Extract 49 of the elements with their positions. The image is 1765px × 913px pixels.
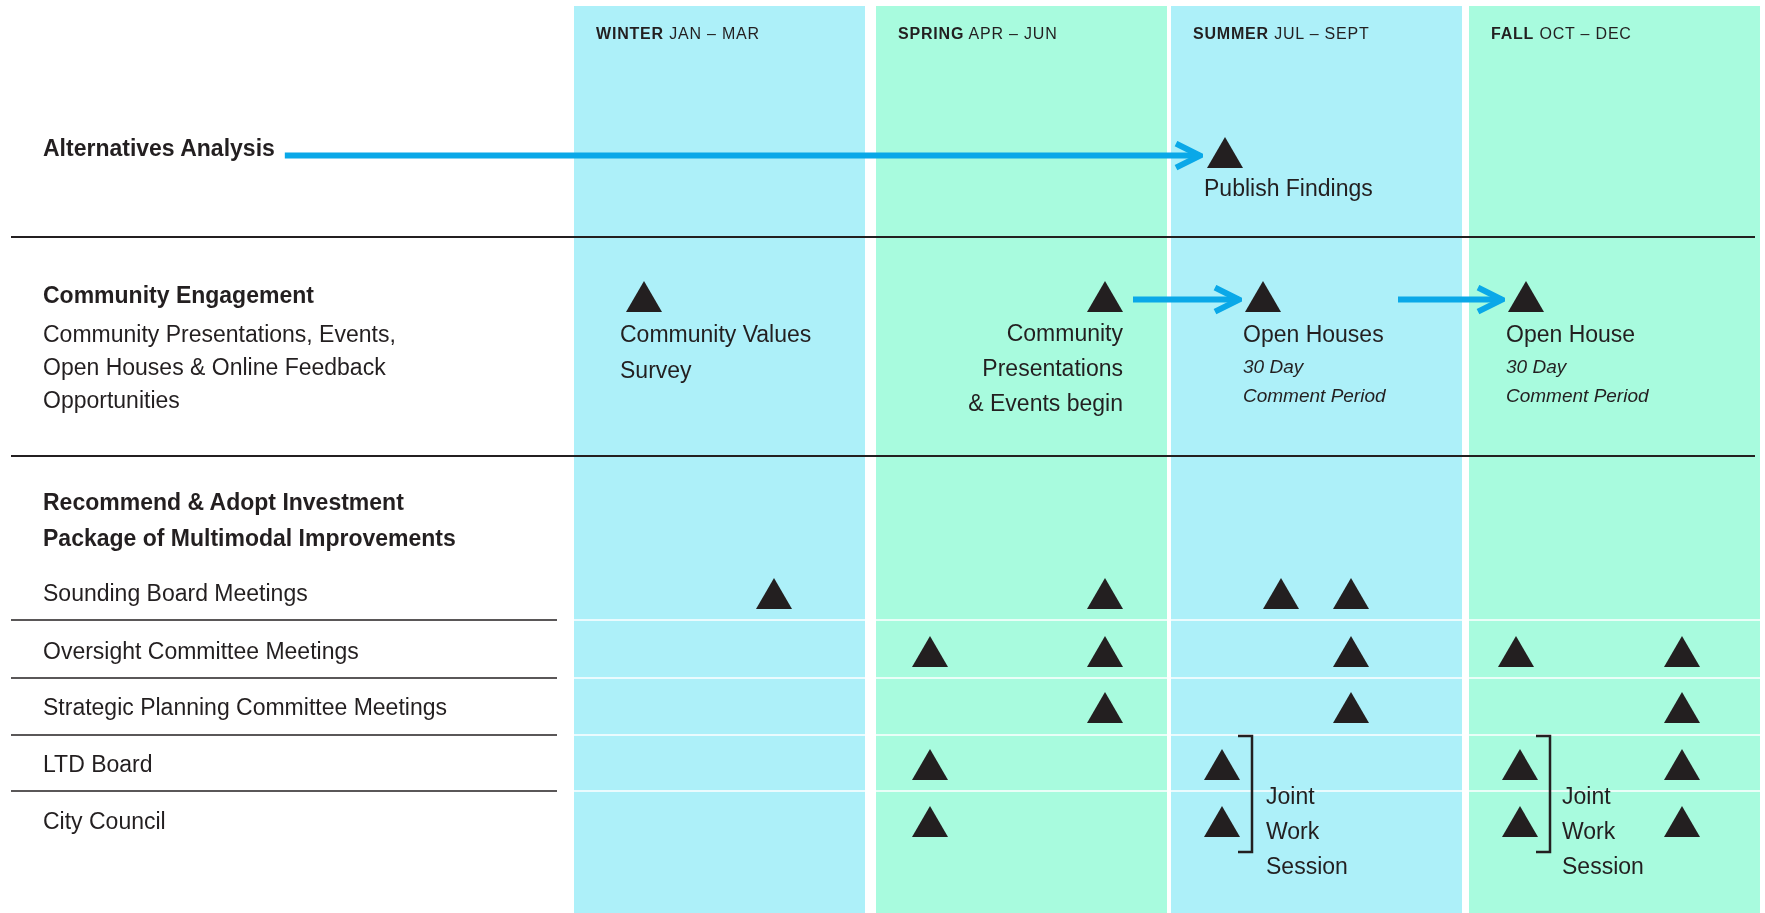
milestone-triangle — [1502, 805, 1538, 837]
row-heading: Recommend & Adopt Investment Package of Multimodal Improvements — [43, 488, 457, 553]
milestone-label: Publish Findings — [1204, 174, 1374, 203]
row-label: City Council — [43, 807, 167, 836]
milestone-triangle — [1333, 577, 1369, 609]
milestone-triangle — [756, 577, 792, 609]
milestone-note: 30 Day Comment Period — [1506, 355, 1650, 408]
milestone-triangle — [912, 805, 948, 837]
row-description: Community Presentations, Events, Open Houses & Online Feedback Opportunities — [43, 320, 397, 415]
milestone-label: Open House — [1506, 320, 1637, 349]
milestone-triangle — [1087, 635, 1123, 667]
note: Joint Work Session — [1266, 782, 1349, 881]
season-band — [574, 6, 865, 913]
row-label: LTD Board — [43, 750, 154, 779]
milestone-triangle — [1664, 635, 1700, 667]
arrow — [1398, 284, 1505, 315]
season-band — [1469, 6, 1760, 913]
milestone-note: 30 Day Comment Period — [1243, 355, 1387, 408]
milestone-triangle — [1333, 691, 1369, 723]
season-band — [1171, 6, 1462, 913]
milestone-triangle — [1204, 805, 1240, 837]
milestone-label: Open Houses — [1243, 320, 1385, 349]
milestone-triangle — [1664, 748, 1700, 780]
row-label: Strategic Planning Committee Meetings — [43, 693, 448, 722]
row-label: Sounding Board Meetings — [43, 579, 309, 608]
milestone-triangle — [1502, 748, 1538, 780]
milestone-triangle — [1664, 691, 1700, 723]
milestone-triangle — [1204, 748, 1240, 780]
season-heading: WINTER JAN – MAR — [596, 25, 760, 43]
milestone-triangle — [912, 635, 948, 667]
arrow — [1133, 284, 1242, 315]
season-heading: SPRING APR – JUN — [898, 25, 1058, 43]
season-heading: FALL OCT – DEC — [1491, 25, 1632, 43]
milestone-triangle — [1087, 577, 1123, 609]
milestone-triangle — [1087, 691, 1123, 723]
row-heading: Alternatives Analysis — [43, 135, 275, 162]
milestone-triangle — [1664, 805, 1700, 837]
season-band — [876, 6, 1167, 913]
row-heading: Community Engagement — [43, 281, 315, 310]
milestone-triangle — [1498, 635, 1534, 667]
note: Joint Work Session — [1562, 782, 1645, 881]
milestone-triangle — [1263, 577, 1299, 609]
milestone-triangle — [912, 748, 948, 780]
milestone-triangle — [1333, 635, 1369, 667]
arrow — [284, 140, 1203, 171]
row-label: Oversight Committee Meetings — [43, 637, 360, 666]
milestone-label: Community Values Survey — [620, 320, 813, 385]
season-heading: SUMMER JUL – SEPT — [1193, 25, 1370, 43]
milestone-label: Community Presentations & Events begin — [968, 319, 1123, 418]
